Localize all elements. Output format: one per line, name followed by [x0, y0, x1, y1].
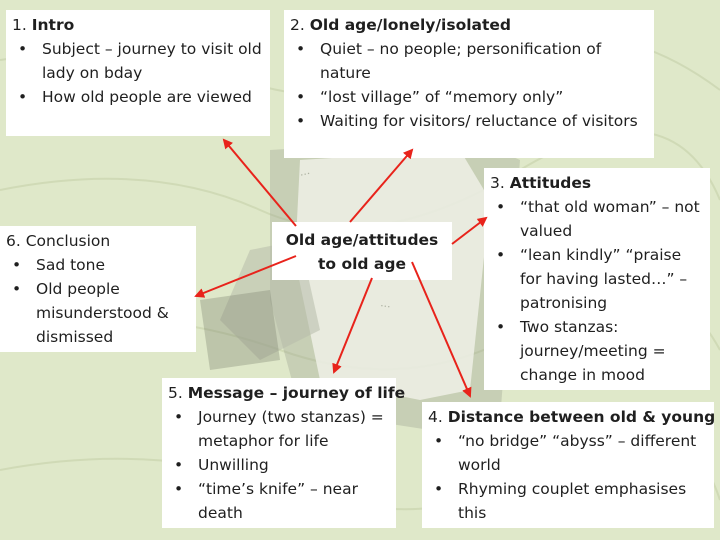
old-age-number: 2. [290, 16, 305, 34]
conclusion-number: 6. [6, 232, 21, 250]
distance-bullet-list: “no bridge” “abyss” – different world Rh… [428, 429, 708, 525]
old-age-heading: 2. Old age/lonely/isolated [290, 13, 648, 37]
conclusion-bullet-list: Sad tone Old people misunderstood & dism… [6, 253, 190, 349]
message-bullet-list: Journey (two stanzas) = metaphor for lif… [168, 405, 390, 525]
message-bullet: “time’s knife” – near death [168, 477, 390, 525]
message-number: 5. [168, 384, 183, 402]
intro-title: Intro [31, 16, 75, 34]
intro-bullet: How old people are viewed [12, 85, 264, 109]
conclusion-title: Conclusion [25, 232, 111, 250]
message-bullet: Unwilling [168, 453, 390, 477]
message-box: 5. Message – journey of life Journey (tw… [162, 378, 405, 528]
central-topic-line: to old age [318, 255, 406, 273]
old-age-bullet: Waiting for visitors/ reluctance of visi… [290, 109, 648, 133]
intro-bullet: Subject – journey to visit old lady on b… [12, 37, 264, 85]
old-age-bullet-list: Quiet – no people; personification of na… [290, 37, 648, 133]
intro-number: 1. [12, 16, 27, 34]
old-age-bullet: “lost village” of “memory only” [290, 85, 648, 109]
message-bullet: Journey (two stanzas) = metaphor for lif… [168, 405, 390, 453]
old-age-title: Old age/lonely/isolated [309, 16, 512, 34]
intro-bullet-list: Subject – journey to visit old lady on b… [12, 37, 264, 109]
attitudes-bullet: Two stanzas: journey/meeting = change in… [490, 315, 704, 387]
conclusion-heading: 6. Conclusion [6, 229, 190, 253]
message-title: Message – journey of life [187, 384, 406, 402]
distance-heading: 4. Distance between old & young [428, 405, 715, 429]
distance-box: 4. Distance between old & young “no brid… [422, 402, 715, 528]
distance-title: Distance between old & young [447, 408, 716, 426]
old-age-box: 2. Old age/lonely/isolated Quiet – no pe… [284, 10, 654, 158]
attitudes-title: Attitudes [509, 174, 592, 192]
attitudes-bullet: “that old woman” – not valued [490, 195, 704, 243]
distance-bullet: Rhyming couplet emphasises this [428, 477, 708, 525]
attitudes-box: 3. Attitudes “that old woman” – not valu… [484, 168, 710, 390]
message-heading: 5. Message – journey of life [168, 381, 405, 405]
attitudes-heading: 3. Attitudes [490, 171, 704, 195]
central-topic-box: Old age/attitudes to old age [272, 222, 452, 280]
conclusion-box: 6. Conclusion Sad tone Old people misund… [0, 226, 196, 352]
attitudes-bullet: “lean kindly” “praise for having lasted…… [490, 243, 704, 315]
old-age-bullet: Quiet – no people; personification of na… [290, 37, 648, 85]
intro-heading: 1. Intro [12, 13, 264, 37]
attitudes-bullet-list: “that old woman” – not valued “lean kind… [490, 195, 704, 387]
conclusion-bullet: Old people misunderstood & dismissed [6, 277, 190, 349]
distance-bullet: “no bridge” “abyss” – different world [428, 429, 708, 477]
conclusion-bullet: Sad tone [6, 253, 190, 277]
intro-box: 1. Intro Subject – journey to visit old … [6, 10, 270, 136]
attitudes-number: 3. [490, 174, 505, 192]
distance-number: 4. [428, 408, 443, 426]
collage-word: ··· [379, 299, 392, 314]
central-topic-line: Old age/attitudes [285, 231, 439, 249]
